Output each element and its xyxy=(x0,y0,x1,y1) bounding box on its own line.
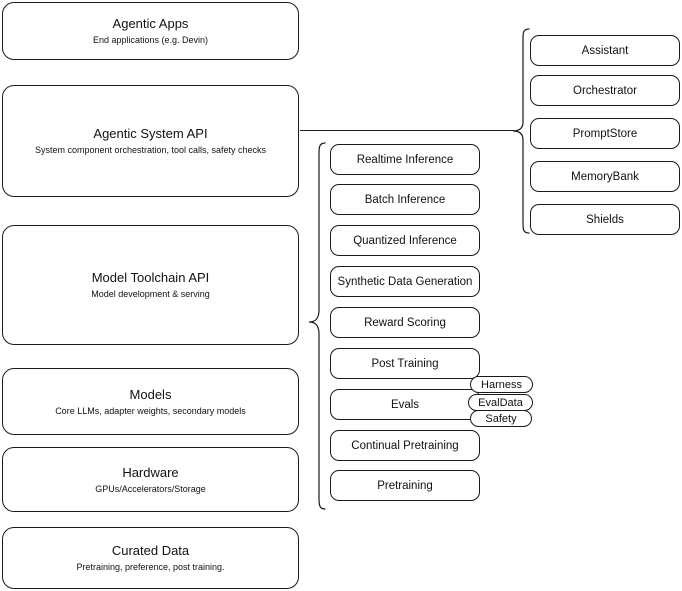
evals-subcomponent-safety[interactable]: Safety xyxy=(470,410,532,427)
capability-batch-inference[interactable]: Batch Inference xyxy=(330,184,480,215)
layer-curated-data[interactable]: Curated Data Pretraining, preference, po… xyxy=(2,527,299,589)
capability-evals[interactable]: Evals xyxy=(330,389,480,420)
capability-label: Reward Scoring xyxy=(364,316,446,329)
evals-subcomponent-harness[interactable]: Harness xyxy=(470,376,533,393)
layer-subtitle: Model development & serving xyxy=(91,289,210,299)
layer-title: Models xyxy=(129,386,172,402)
capability-realtime-inference[interactable]: Realtime Inference xyxy=(330,144,480,175)
component-label: Shields xyxy=(586,213,624,226)
component-label: Orchestrator xyxy=(573,84,637,97)
layer-subtitle: Pretraining, preference, post training. xyxy=(76,562,225,572)
capability-label: Continual Pretraining xyxy=(351,439,459,452)
layer-models[interactable]: Models Core LLMs, adapter weights, secon… xyxy=(2,368,299,435)
layer-subtitle: End applications (e.g. Devin) xyxy=(92,35,209,45)
capability-label: Batch Inference xyxy=(364,193,446,206)
capability-synthetic-data-generation[interactable]: Synthetic Data Generation xyxy=(330,266,480,297)
layer-title: Agentic System API xyxy=(93,126,208,141)
layer-hardware[interactable]: Hardware GPUs/Accelerators/Storage xyxy=(2,447,299,512)
capability-reward-scoring[interactable]: Reward Scoring xyxy=(330,307,480,338)
capability-quantized-inference[interactable]: Quantized Inference xyxy=(330,225,480,256)
capability-label: Pretraining xyxy=(377,479,433,492)
pill-label: Harness xyxy=(481,378,522,391)
capability-label: Evals xyxy=(390,398,420,411)
component-orchestrator[interactable]: Orchestrator xyxy=(530,75,680,106)
layer-title: Model Toolchain API xyxy=(91,270,210,285)
layer-model-toolchain-api[interactable]: Model Toolchain API Model development & … xyxy=(2,225,299,345)
capability-label: Realtime Inference xyxy=(356,153,454,166)
component-label: PromptStore xyxy=(572,127,638,140)
brace-system-components xyxy=(512,28,530,234)
connector-system-api-to-components xyxy=(300,130,514,131)
component-assistant[interactable]: Assistant xyxy=(530,35,680,66)
brace-toolchain-capabilities xyxy=(308,142,326,510)
layer-subtitle: Core LLMs, adapter weights, secondary mo… xyxy=(55,405,246,416)
capability-continual-pretraining[interactable]: Continual Pretraining xyxy=(330,430,480,461)
layer-agentic-apps[interactable]: Agentic Apps End applications (e.g. Devi… xyxy=(2,2,299,60)
component-shields[interactable]: Shields xyxy=(530,204,680,235)
layer-subtitle: System component orchestration, tool cal… xyxy=(34,145,267,155)
layer-title: Curated Data xyxy=(111,543,190,558)
component-promptstore[interactable]: PromptStore xyxy=(530,118,680,149)
layer-agentic-system-api[interactable]: Agentic System API System component orch… xyxy=(2,85,299,197)
layer-title: Agentic Apps xyxy=(112,16,189,31)
layer-subtitle: GPUs/Accelerators/Storage xyxy=(95,483,206,494)
component-label: MemoryBank xyxy=(571,170,639,183)
pill-label: Safety xyxy=(485,412,517,425)
component-label: Assistant xyxy=(581,44,629,57)
component-memorybank[interactable]: MemoryBank xyxy=(530,161,680,192)
layer-title: Hardware xyxy=(122,464,179,480)
capability-label: Quantized Inference xyxy=(353,234,457,247)
evals-subcomponent-evaldata[interactable]: EvalData xyxy=(468,394,533,411)
capability-post-training[interactable]: Post Training xyxy=(330,348,480,379)
capability-label: Post Training xyxy=(371,357,439,370)
capability-pretraining[interactable]: Pretraining xyxy=(330,470,480,501)
pill-label: EvalData xyxy=(478,396,523,409)
capability-label: Synthetic Data Generation xyxy=(337,275,473,288)
